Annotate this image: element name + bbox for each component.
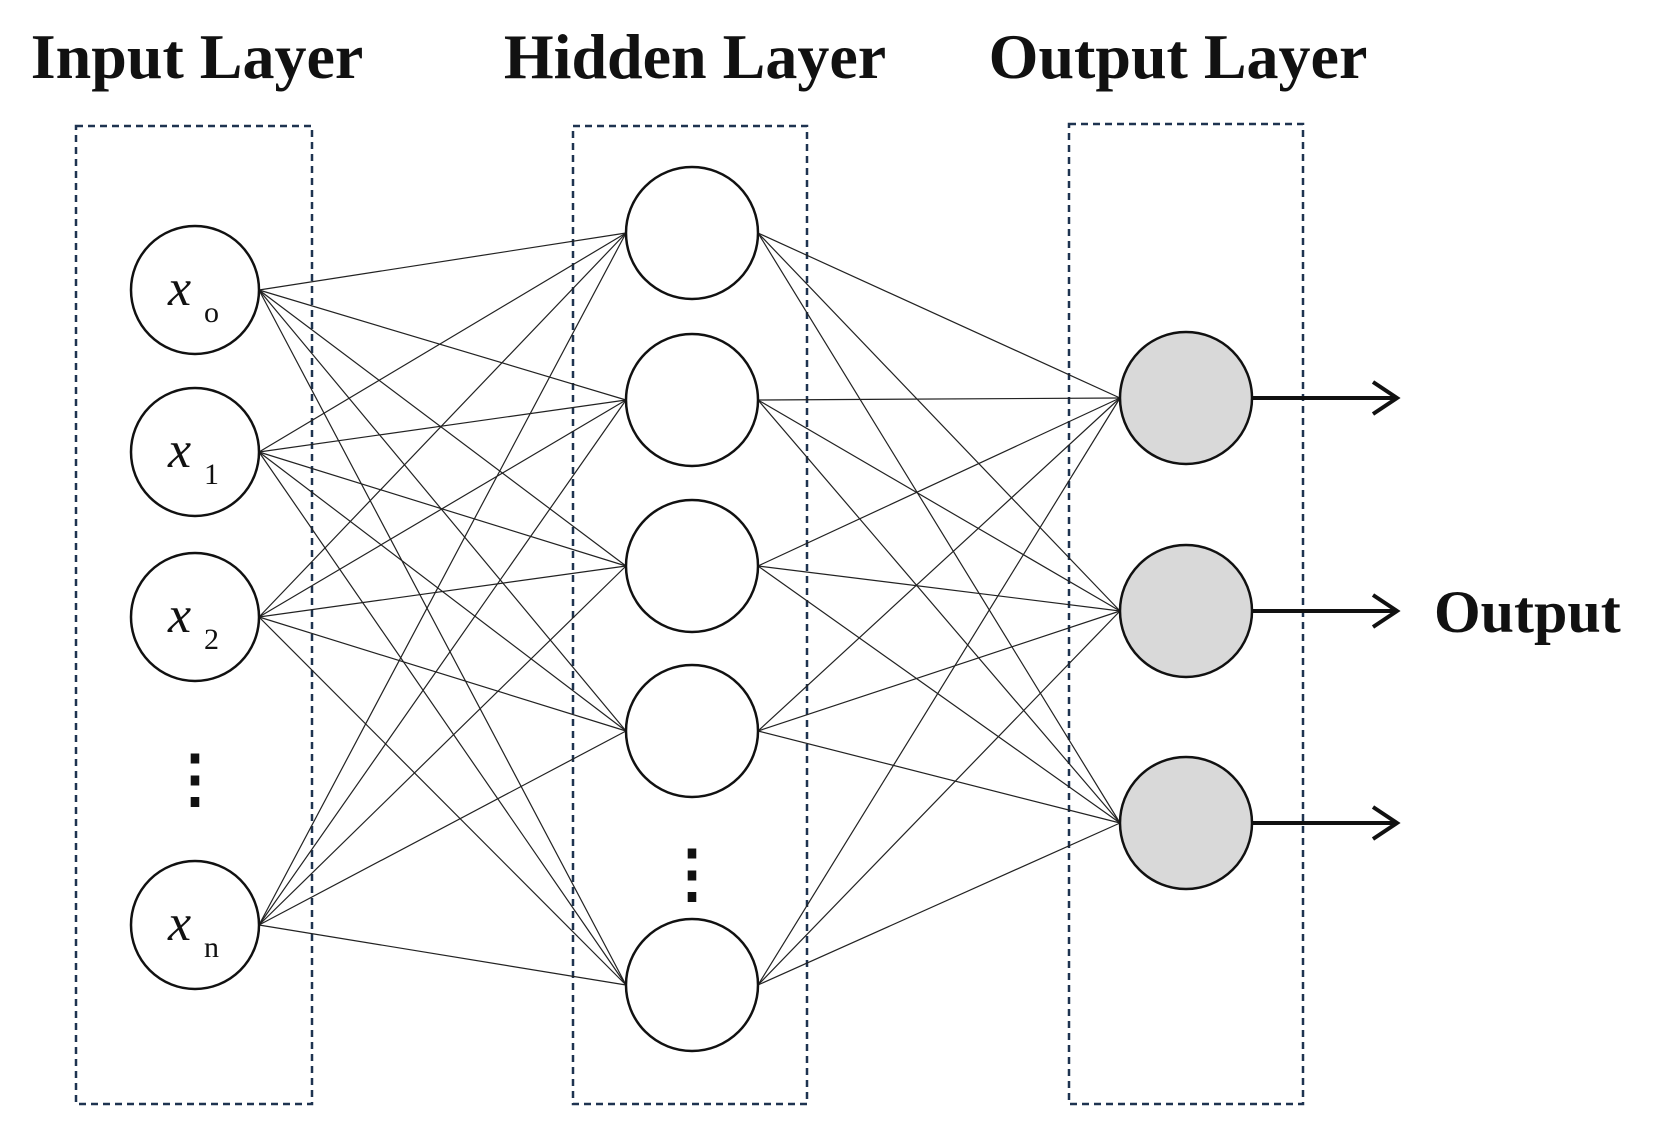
hidden-output-connection bbox=[757, 610, 1121, 732]
input-hidden-connection bbox=[258, 399, 627, 618]
input-hidden-connection bbox=[258, 565, 627, 926]
input-neuron-circle bbox=[129, 551, 261, 683]
hidden-neuron-3 bbox=[624, 498, 760, 634]
input-subscript: n bbox=[204, 931, 219, 964]
hidden-output-connection bbox=[757, 822, 1121, 986]
hidden-output-connection bbox=[757, 397, 1121, 401]
output-arrow-2 bbox=[1252, 593, 1401, 629]
input-subscript: 2 bbox=[204, 623, 219, 656]
input-hidden-connection bbox=[258, 289, 627, 986]
input-neuron-circle bbox=[129, 224, 261, 356]
input-variable: x bbox=[167, 895, 191, 952]
input-hidden-connection bbox=[258, 616, 627, 986]
input-subscript: 1 bbox=[204, 458, 219, 491]
hidden-output-connection bbox=[757, 232, 1121, 612]
input-hidden-connection bbox=[258, 289, 627, 732]
output-layer-title: Output Layer bbox=[989, 21, 1368, 92]
hidden-neuron-4 bbox=[624, 663, 760, 799]
hidden-output-connection bbox=[757, 399, 1121, 612]
hidden-output-connection bbox=[757, 397, 1121, 567]
input-hidden-connection bbox=[258, 289, 627, 567]
input-layer-title: Input Layer bbox=[31, 21, 364, 92]
input-variable: x bbox=[167, 587, 191, 644]
hidden-output-connection bbox=[757, 730, 1121, 824]
input-hidden-connection bbox=[258, 399, 627, 453]
hidden-output-connection bbox=[757, 397, 1121, 732]
input-hidden-connection bbox=[258, 232, 627, 618]
hidden-output-connection bbox=[757, 399, 1121, 824]
output-label: Output bbox=[1434, 579, 1621, 645]
hidden-neuron-2 bbox=[624, 332, 760, 468]
hidden-layer-title: Hidden Layer bbox=[504, 21, 886, 92]
hidden-neuron-1 bbox=[624, 165, 760, 301]
input-hidden-connection bbox=[258, 232, 627, 926]
output-arrow-1 bbox=[1252, 380, 1401, 416]
output-neuron-1 bbox=[1118, 330, 1254, 466]
input-hidden-connection bbox=[258, 232, 627, 291]
input-node-x1: x 1 bbox=[129, 386, 261, 518]
hidden-layer-box bbox=[571, 124, 809, 1106]
input-hidden-connection bbox=[258, 565, 627, 618]
input-hidden-connection bbox=[258, 451, 627, 986]
input-neuron-circle bbox=[129, 859, 261, 991]
input-hidden-connection bbox=[258, 399, 627, 926]
input-ellipsis: ⋮ bbox=[163, 743, 227, 814]
hidden-output-connection bbox=[757, 610, 1121, 986]
hidden-output-connection bbox=[757, 565, 1121, 824]
output-neuron-3 bbox=[1118, 755, 1254, 891]
input-hidden-connection bbox=[258, 730, 627, 926]
input-node-x2: x 2 bbox=[129, 551, 261, 683]
connections bbox=[258, 232, 1121, 986]
input-hidden-connection bbox=[258, 616, 627, 732]
output-arrow-3 bbox=[1252, 805, 1401, 841]
input-node-x0: x o bbox=[129, 224, 261, 356]
hidden-ellipsis: ⋮ bbox=[660, 838, 724, 909]
hidden-output-connection bbox=[757, 232, 1121, 399]
hidden-output-connection bbox=[757, 565, 1121, 612]
input-hidden-connection bbox=[258, 232, 627, 453]
hidden-output-connection bbox=[757, 397, 1121, 986]
input-hidden-connection bbox=[258, 289, 627, 401]
output-layer-box bbox=[1067, 122, 1305, 1106]
input-neuron-circle bbox=[129, 386, 261, 518]
input-subscript: o bbox=[204, 296, 219, 329]
hidden-output-connection bbox=[757, 232, 1121, 824]
hidden-neuron-5 bbox=[624, 917, 760, 1053]
input-hidden-connection bbox=[258, 924, 627, 986]
input-variable: x bbox=[167, 422, 191, 479]
output-neuron-2 bbox=[1118, 543, 1254, 679]
input-variable: x bbox=[167, 260, 191, 317]
input-layer-box bbox=[74, 124, 314, 1106]
input-node-xn: x n bbox=[129, 859, 261, 991]
